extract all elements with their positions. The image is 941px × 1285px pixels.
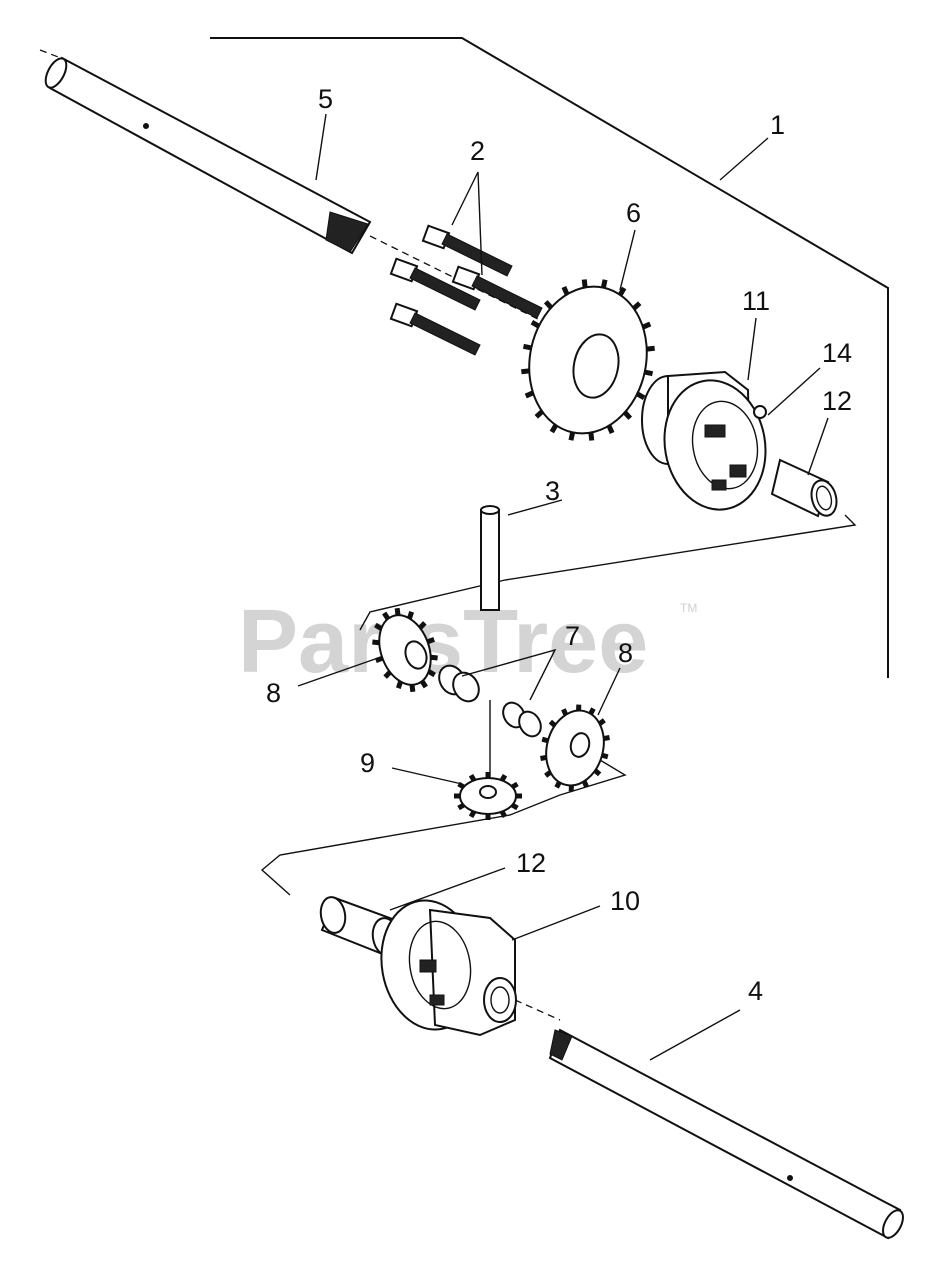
gear-tooth	[523, 346, 531, 348]
gear-tooth	[428, 639, 435, 641]
gear-tooth	[429, 671, 435, 675]
leader-5	[316, 114, 326, 180]
callout-4: 4	[748, 976, 763, 1006]
cross-pin	[481, 506, 499, 610]
gear-tooth	[412, 685, 413, 692]
gear-tooth	[384, 613, 388, 619]
gear-tooth	[557, 782, 560, 787]
gear-tooth	[459, 805, 464, 808]
leader-11	[748, 318, 756, 380]
gear-tooth	[584, 279, 585, 287]
gear-tooth	[422, 681, 426, 687]
callout-9: 9	[360, 748, 375, 778]
gear-tooth	[521, 371, 529, 372]
gear-tooth	[595, 770, 600, 774]
gear-tooth	[420, 623, 425, 628]
gear-tooth	[471, 812, 474, 817]
callout-6: 6	[626, 198, 641, 228]
gear-tooth	[512, 805, 517, 808]
gear-tooth	[591, 433, 592, 441]
gear-tooth	[550, 722, 555, 726]
gear-tooth	[372, 642, 379, 643]
callout-12-upper: 12	[822, 386, 852, 416]
leader-14	[768, 368, 820, 415]
callout-11: 11	[742, 286, 770, 316]
bevel-gear-right	[538, 704, 612, 792]
gear-tooth	[398, 682, 400, 689]
bolt	[453, 267, 542, 318]
gear-tooth	[603, 280, 605, 288]
gear-tooth	[552, 425, 556, 432]
gear-tooth	[542, 739, 548, 741]
gear-tooth	[600, 720, 605, 724]
gear-tooth	[643, 324, 650, 327]
callout-8-right: 8	[618, 638, 633, 668]
gear-tooth	[409, 612, 411, 619]
callout-2: 2	[470, 136, 485, 166]
leader-10	[512, 906, 600, 940]
gear-tooth	[526, 393, 533, 396]
pinion-gear	[454, 772, 522, 820]
gear-tooth	[546, 302, 551, 308]
leader-6	[620, 230, 635, 290]
gear-tooth	[647, 348, 655, 349]
bolt	[391, 304, 480, 355]
leader-4	[650, 1010, 740, 1060]
gear-tooth	[584, 781, 586, 786]
callout-1: 1	[770, 110, 785, 140]
differential-case-lower	[371, 893, 516, 1038]
gear-tooth	[634, 303, 640, 308]
callout-10: 10	[610, 886, 640, 916]
sprocket	[516, 276, 660, 445]
gear-tooth	[591, 709, 594, 714]
gear-tooth	[512, 784, 517, 787]
leader-9	[392, 768, 462, 784]
callout-5: 5	[318, 84, 333, 114]
leader-12b	[390, 868, 505, 910]
gear-tooth	[604, 737, 610, 738]
gear-tooth	[564, 287, 567, 294]
leader-1	[720, 138, 768, 180]
gear-tooth	[431, 657, 438, 658]
gear-tooth	[397, 608, 398, 615]
gear-tooth	[571, 432, 573, 440]
callout-7: 7	[565, 621, 580, 651]
callout-8-left: 8	[266, 678, 281, 708]
gear-tooth	[540, 757, 546, 758]
center-axis	[40, 50, 855, 1020]
gear-tooth	[502, 812, 505, 817]
bushing-upper	[772, 460, 840, 518]
leader-12a	[808, 418, 828, 475]
gear-tooth	[546, 772, 551, 776]
gear-tooth	[375, 625, 381, 629]
gear-tooth	[563, 709, 565, 714]
watermark-trademark: TM	[680, 601, 697, 615]
gear-tooth	[645, 372, 653, 374]
callout-12-lower: 12	[516, 848, 546, 878]
gear-tooth	[532, 322, 539, 326]
gear-tooth	[625, 412, 630, 418]
axle-shaft-lower	[550, 1030, 907, 1241]
callout-14: 14	[822, 338, 852, 368]
gear-tooth	[502, 775, 505, 780]
callout-3: 3	[545, 476, 560, 506]
gear-tooth	[385, 672, 390, 677]
gear-tooth	[602, 755, 608, 757]
differential-case-upper	[642, 372, 776, 518]
gear-tooth	[471, 775, 474, 780]
gear-tooth	[637, 394, 644, 398]
bolt-set	[391, 226, 542, 355]
gear-tooth	[609, 426, 612, 433]
gear-tooth	[536, 411, 542, 416]
